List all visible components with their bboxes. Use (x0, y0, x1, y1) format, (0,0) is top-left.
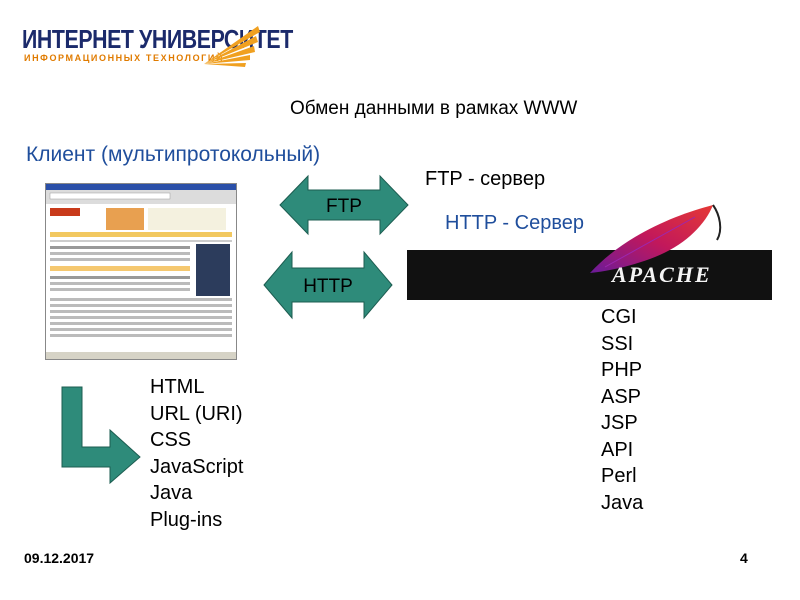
bent-arrow-icon (61, 386, 141, 485)
logo-subtitle: ИНФОРМАЦИОННЫХ ТЕХНОЛОГИЙ (24, 53, 225, 63)
footer-date: 09.12.2017 (24, 550, 95, 566)
list-item: API (601, 438, 634, 461)
client-label: Клиент (мультипротокольный) (26, 143, 321, 166)
list-item: URL (URI) (150, 402, 243, 425)
http-arrow-label: HTTP (303, 276, 353, 297)
list-item: CSS (150, 429, 192, 451)
client-technologies-list: HTML URL (URI) CSS JavaScript Java Plug-… (150, 374, 243, 533)
apache-feather-icon (590, 204, 722, 273)
browser-screenshot (45, 183, 237, 360)
list-item: Perl (601, 465, 637, 487)
list-item: Java (150, 482, 193, 504)
slide-title: Обмен данными в рамках WWW (290, 98, 578, 119)
http-server-label: HTTP - Сервер (445, 212, 584, 234)
list-item: Plug-ins (150, 508, 223, 531)
list-item: HTML (150, 376, 205, 398)
apache-banner (407, 250, 772, 300)
list-item: JavaScript (150, 455, 244, 478)
list-item: PHP (601, 359, 643, 381)
list-item: Java (601, 491, 644, 514)
ftp-arrow-label: FTP (326, 196, 362, 217)
list-item: JSP (601, 412, 638, 434)
list-item: SSI (601, 332, 634, 355)
server-technologies-list: CGI SSI PHP ASP JSP API Perl Java (601, 304, 643, 516)
http-arrow: HTTP (263, 250, 393, 320)
ftp-server-label: FTP - сервер (425, 168, 546, 190)
page-number: 4 (740, 550, 748, 566)
apache-logo-text: APACHE (612, 262, 712, 287)
ftp-arrow: FTP (279, 174, 409, 236)
logo-fan-icon (204, 26, 260, 67)
list-item: ASP (601, 385, 642, 408)
list-item: CGI (601, 306, 637, 328)
